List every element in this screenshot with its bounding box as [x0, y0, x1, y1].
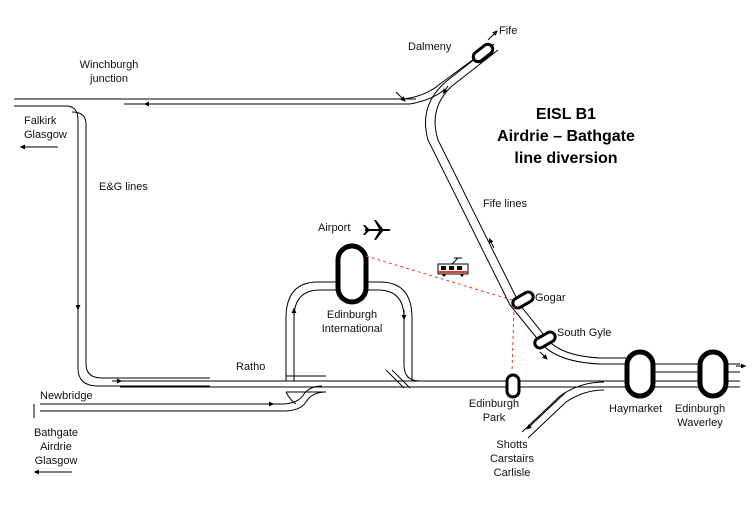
label-eg-lines: E&G lines [99, 181, 148, 193]
track-shotts-b [527, 389, 605, 439]
arrow-dalmeny [395, 91, 406, 102]
station-haymarket [624, 349, 656, 399]
label-gogar: Gogar [535, 292, 566, 304]
track-fife-inner [434, 49, 626, 359]
track-newbridge-lower [40, 391, 327, 412]
tram-icon [437, 257, 469, 277]
track-winchburgh-curve-a [403, 49, 487, 100]
diagram-title: EISL B1 Airdrie – Bathgate line diversio… [476, 104, 656, 170]
tram-link-airport-gogar [365, 255, 513, 301]
label-airport: Airport [318, 222, 351, 234]
stations [335, 42, 729, 399]
station-dalmeny [471, 42, 495, 64]
label-edinburgh-park: Edinburgh Park [468, 398, 520, 424]
station-edinburgh-park [505, 373, 521, 399]
track-eg-outer [14, 105, 210, 387]
track-airport-crossover [385, 369, 411, 389]
label-haymarket: Haymarket [609, 403, 663, 415]
label-ratho: Ratho [236, 361, 266, 373]
label-shotts-carstairs-carlisle: Shotts Carstairs Carlisle [489, 439, 534, 479]
track-shotts-a [521, 381, 605, 433]
label-edinburgh-waverley: Edinburgh Waverley [674, 403, 726, 429]
label-fife: Fife [499, 25, 518, 37]
arrow-fife-lower [539, 351, 548, 360]
arrow-fife-lines [488, 237, 495, 249]
track-eg-inner [71, 111, 210, 379]
arrow-shotts [526, 391, 567, 430]
direction-arrows [19, 30, 747, 475]
label-bathgate-airdrie-glasgow: Bathgate Airdrie Glasgow [33, 427, 79, 467]
title-line-3: line diversion [514, 150, 618, 167]
title-line-1: EISL B1 [535, 106, 597, 123]
station-south-gyle [533, 330, 557, 350]
station-waverley [697, 349, 729, 399]
station-airport [335, 243, 369, 305]
track-newbridge-upper [40, 385, 323, 405]
arrow-fife-down [442, 85, 449, 94]
label-newbridge: Newbridge [40, 390, 93, 402]
tram-links [365, 255, 515, 373]
label-falkirk-glasgow: Falkirk Glasgow [24, 115, 67, 141]
track-bathgate [33, 391, 297, 418]
label-dalmeny: Dalmeny [408, 41, 452, 53]
station-gogar [511, 290, 535, 310]
airplane-icon [363, 220, 391, 240]
track-fife-outer [425, 43, 626, 365]
title-line-2: Airdrie – Bathgate [497, 128, 635, 145]
track-winchburgh-curve-b [409, 89, 445, 105]
label-fife-lines: Fife lines [483, 198, 528, 210]
label-winchburgh-junction: Winchburgh junction [79, 59, 139, 85]
track-airport-loop-inner [293, 289, 421, 382]
track-ratho-crossover [286, 375, 326, 393]
tram-link-gogar-park [511, 305, 515, 373]
label-edinburgh-international: Edinburgh International [321, 309, 383, 335]
arrow-fife [487, 30, 498, 41]
label-south-gyle: South Gyle [557, 327, 612, 339]
